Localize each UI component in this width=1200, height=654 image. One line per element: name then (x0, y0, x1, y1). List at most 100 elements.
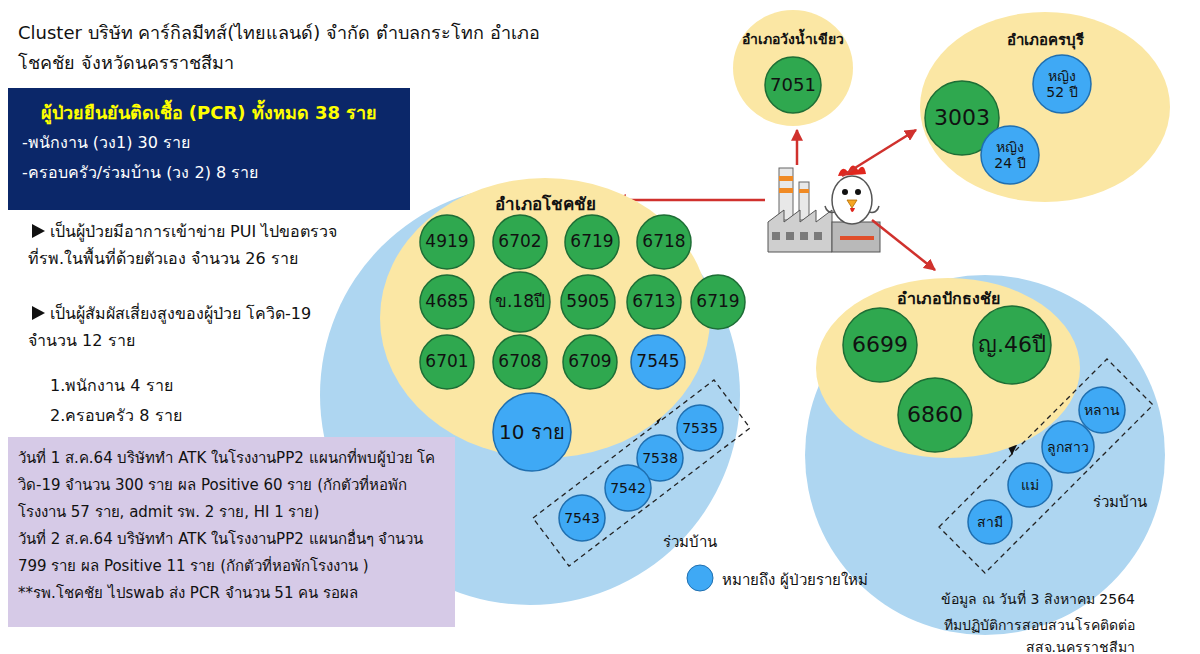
info-text: -ครอบครัว/ร่วมบ้าน (วง 2) 8 ราย (22, 158, 396, 188)
case-circle: หญิง 24 ปี (980, 125, 1040, 185)
case-circle: 6860 (897, 377, 973, 453)
case-circle: 6709 (562, 334, 618, 390)
case-circle: 6701 (419, 334, 475, 390)
case-label: 7051 (770, 75, 816, 96)
case-fill (765, 57, 821, 113)
case-label: 6860 (907, 402, 963, 427)
case-fill (420, 215, 474, 269)
case-label: 6719 (696, 292, 739, 312)
case-fill (493, 393, 571, 471)
case-fill (981, 126, 1039, 184)
bullet-mark (32, 224, 45, 238)
summary-note: เป็นผู้สัมผัสเสี่ยงสูงของผู้ป่วย โควิด-1… (28, 300, 348, 354)
group-label: ร่วมบ้าน (640, 530, 740, 554)
info-text: -พนักงาน (วง1) 30 ราย (22, 128, 396, 158)
case-fill (898, 378, 972, 452)
case-circle: หญิง 52 ปี (1032, 54, 1092, 114)
district-circle: 49196702671967184685ข.18ปี59056713671967… (380, 178, 710, 458)
case-fill (637, 215, 691, 269)
district-circle: 6699 ญ.46ปี 6860 อำเภอปักธงชัย (816, 278, 1080, 458)
case-fill (563, 335, 617, 389)
spread-arrow (615, 199, 765, 202)
info-text: วันที่ 2 ส.ค.64 บริษัททำ ATK ในโรงงานPP2… (18, 526, 445, 580)
case-label: 7543 (564, 510, 600, 526)
case-circle: 6719 (690, 274, 746, 330)
district-name: อำเภอปักธงชัย (816, 286, 1080, 311)
diagram-title: Cluster บริษัท คาร์กิลมีทส์(ไทยแลนด์) จำ… (18, 18, 578, 78)
district-fill (816, 278, 1080, 458)
case-fill (843, 308, 917, 382)
case-circle: 7051 (764, 56, 822, 114)
case-circle: 7542 (604, 464, 652, 512)
case-label: หญิง 24 ปี (985, 139, 1035, 171)
case-circle: ข.18ปี (489, 271, 551, 333)
district-fill (920, 12, 1170, 202)
case-fill (1079, 387, 1125, 433)
info-text: วันที่ 1 ส.ค.64 บริษัททำ ATK ในโรงงานPP2… (18, 445, 445, 526)
district-fill (733, 10, 853, 126)
case-label: 3003 (934, 105, 990, 130)
spread-arrow (796, 130, 799, 165)
case-circle: 5905 (560, 274, 616, 330)
case-label: 6699 (852, 332, 908, 357)
legend-text: หมายถึง ผู้ป่วยรายใหม่ (722, 568, 868, 592)
spread-arrow (842, 130, 916, 176)
case-fill (627, 275, 681, 329)
spread-arrow (872, 220, 935, 270)
case-label: สามี (977, 514, 1003, 530)
case-label: หญิง 52 ปี (1037, 68, 1087, 100)
info-text: ผู้ป่วยยืนยันติดเชื้อ (PCR) ทั้งหมด 38 ร… (22, 98, 396, 128)
shape-outline (930, 352, 1160, 580)
case-label: 6709 (568, 352, 611, 372)
case-label: 6719 (570, 232, 613, 252)
case-fill (420, 335, 474, 389)
case-label: 6718 (642, 232, 685, 252)
summary-note: 1.พนักงาน 4 ราย (50, 372, 310, 399)
case-label: แม่ (1021, 477, 1039, 493)
household-group: หลานลูกสาวแม่สามีร่วมบ้าน (930, 352, 1160, 580)
case-fill (1008, 463, 1052, 507)
case-label: ข.18ปี (495, 292, 545, 312)
info-text: **รพ.โชคชัย ไปswab ส่ง PCR จำนวน 51 คน ร… (18, 580, 445, 607)
source-note: ทีมปฏิบัติการสอบสวนโรคติดต่อ สสจ.นครราชส… (840, 614, 1135, 654)
case-label: 4919 (425, 232, 468, 252)
case-circle: 7535 (676, 404, 724, 452)
legend-swatch (687, 565, 713, 591)
case-fill (631, 335, 685, 389)
case-circle: 4685 (419, 274, 475, 330)
group-label: ร่วมบ้าน (1070, 490, 1170, 514)
case-fill (691, 275, 745, 329)
case-circle: 6718 (636, 214, 692, 270)
case-fill (561, 275, 615, 329)
case-fill (493, 335, 547, 389)
case-label: 6702 (498, 232, 541, 252)
district-circle: 7051 อำเภอวังน้ำเขียว (733, 10, 853, 126)
case-circle: 6702 (492, 214, 548, 270)
group-outline (533, 380, 750, 566)
case-fill (1033, 55, 1091, 113)
case-label: 7542 (610, 480, 646, 496)
case-circle: 7543 (558, 494, 606, 542)
case-label: 5905 (566, 292, 609, 312)
case-fill (559, 495, 605, 541)
district-name: อำเภอครบุรี (920, 28, 1170, 52)
info-box: ผู้ป่วยยืนยันติดเชื้อ (PCR) ทั้งหมด 38 ร… (8, 88, 410, 210)
case-fill (973, 306, 1051, 384)
case-circle: แม่ (1007, 462, 1053, 508)
case-fill (420, 275, 474, 329)
case-circle: 6719 (564, 214, 620, 270)
case-label: 7538 (642, 450, 678, 466)
info-box: วันที่ 1 ส.ค.64 บริษัททำ ATK ในโรงงานPP2… (8, 437, 455, 627)
case-label: ญ.46ปี (978, 332, 1046, 357)
bullet-mark (32, 306, 45, 320)
case-label: 6708 (498, 352, 541, 372)
district-name: อำเภอวังน้ำเขียว (733, 28, 853, 50)
group-outline (939, 359, 1153, 573)
case-circle: 10 ราย (492, 392, 572, 472)
summary-note: 2.ครอบครัว 8 ราย (50, 402, 310, 429)
case-circle: ญ.46ปี (972, 305, 1052, 385)
source-note: ข้อมูล ณ วันที่ 3 สิงหาคม 2564 (840, 588, 1135, 610)
case-label: หลาน (1084, 402, 1120, 418)
case-circle: 4919 (419, 214, 475, 270)
